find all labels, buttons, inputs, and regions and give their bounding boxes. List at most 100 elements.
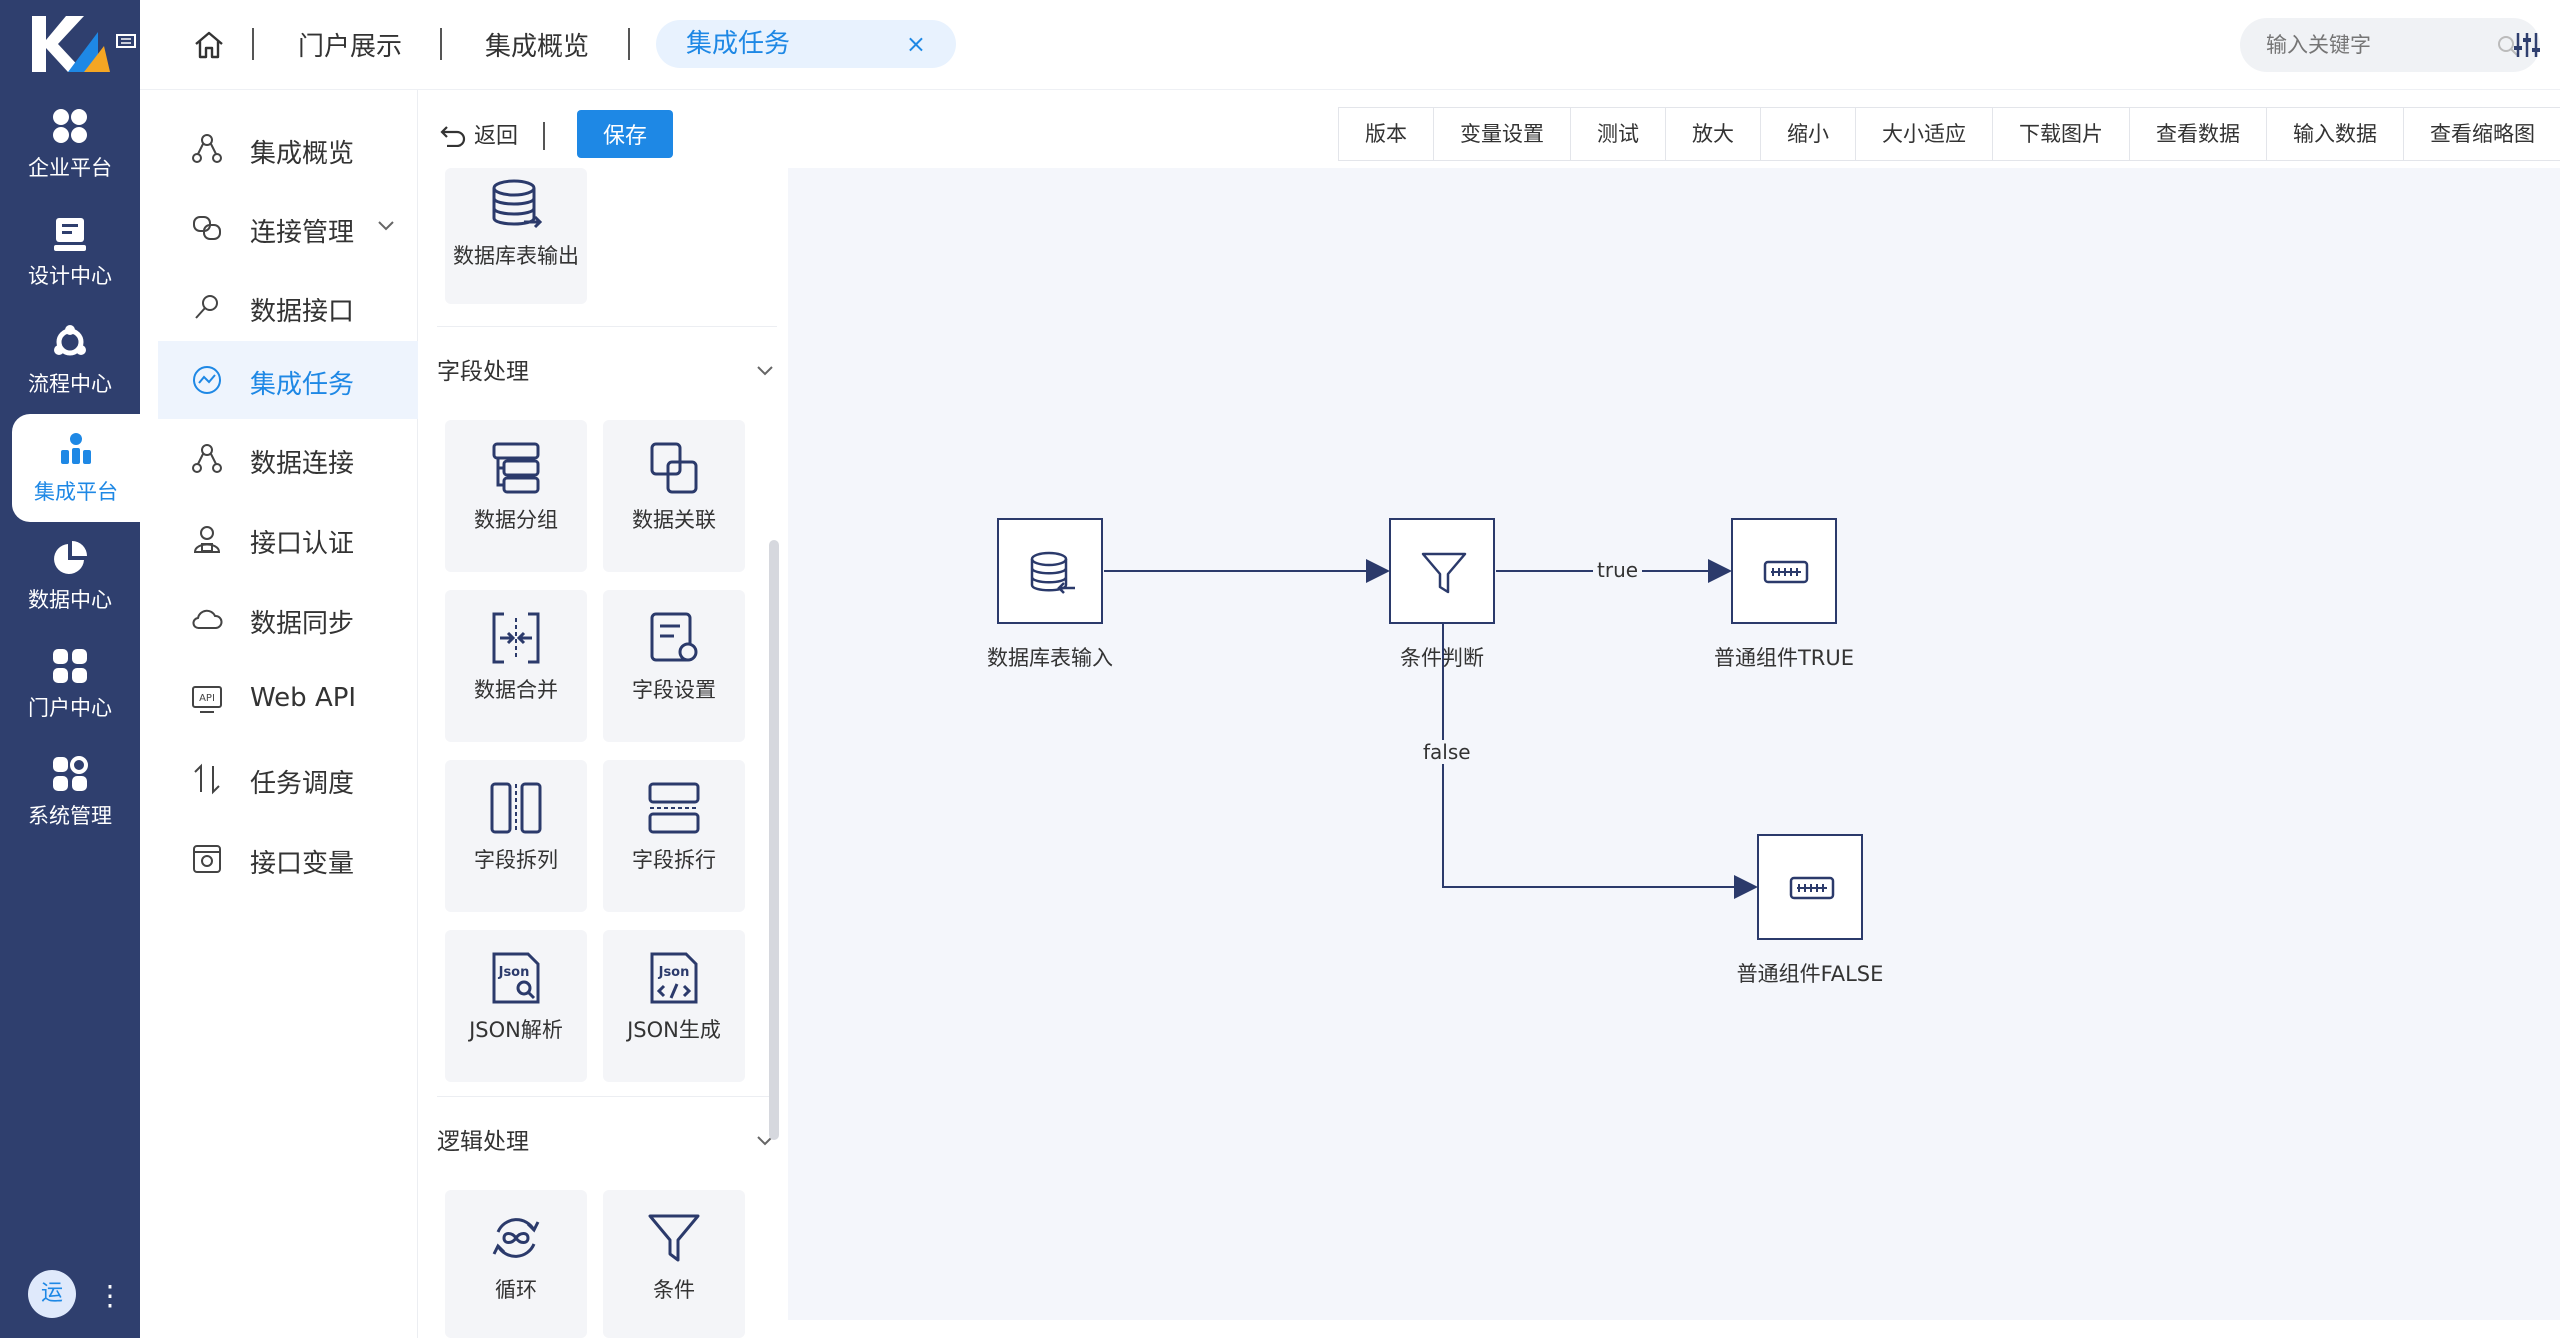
component-db-output[interactable]: 数据库表输出 (445, 168, 587, 304)
component-data-merge[interactable]: 数据合并 (445, 590, 587, 742)
rail-item-enterprise[interactable]: 企业平台 (0, 90, 140, 198)
node-condition[interactable] (1389, 518, 1495, 624)
rail-item-design[interactable]: 设计中心 (0, 198, 140, 306)
svg-text:API: API (199, 693, 215, 704)
component-field-settings[interactable]: 字段设置 (603, 590, 745, 742)
save-button[interactable]: 保存 (577, 110, 673, 158)
menu-item-label: 数据连接 (250, 449, 355, 479)
menu-item-integration-task[interactable]: 集成任务 (158, 341, 418, 419)
component-field-split-row[interactable]: 字段拆行 (603, 760, 745, 912)
component-json-generate[interactable]: Json JSON生成 (603, 930, 745, 1082)
tab-integration-task[interactable]: 集成任务 × (656, 20, 956, 68)
more-vertical-icon[interactable]: ⋮ (96, 1279, 124, 1312)
component-data-join[interactable]: 数据关联 (603, 420, 745, 572)
top-bar: 门户展示 集成概览 集成任务 × (140, 0, 2560, 90)
menu-item-label: 数据同步 (250, 609, 355, 639)
search-icon[interactable] (2496, 34, 2520, 58)
divider (440, 28, 442, 60)
integration-icon (61, 433, 91, 464)
tab-portal-display[interactable]: 门户展示 (298, 32, 403, 62)
sort-icon (194, 763, 220, 795)
loop-icon (492, 1218, 540, 1258)
grid-icon (53, 109, 87, 143)
panel-scrollbar[interactable] (769, 540, 779, 1140)
design-icon (54, 218, 86, 251)
menu-item-data-sync[interactable]: 数据同步 (158, 580, 418, 658)
rail-item-system[interactable]: 系统管理 (0, 738, 140, 846)
json-parse-icon: Json (492, 952, 540, 1004)
user-avatar[interactable]: 运 (28, 1270, 76, 1318)
database-import-icon (1030, 551, 1075, 594)
search-input[interactable] (2266, 18, 2496, 72)
toolbar-thumbnail-button[interactable]: 查看缩略图 (2430, 122, 2535, 146)
screen-icon[interactable] (116, 34, 136, 50)
flow-canvas[interactable]: true false 数据库表输入 条件判断 普通组件TRUE 普通组件FALS… (788, 168, 2560, 1320)
network-icon (192, 444, 222, 473)
home-icon[interactable] (192, 28, 226, 62)
filter-icon (1421, 552, 1467, 594)
divider (543, 122, 545, 150)
toolbar-zoom-in-button[interactable]: 放大 (1666, 108, 1761, 160)
node-label: 条件判断 (1400, 646, 1484, 670)
component-condition[interactable]: 条件 (603, 1190, 745, 1338)
rail-item-portal[interactable]: 门户中心 (0, 630, 140, 738)
toolbar-zoom-out-button[interactable]: 缩小 (1761, 108, 1856, 160)
filter-icon (648, 1214, 700, 1262)
toolbar-input-data-button[interactable]: 输入数据 (2267, 108, 2404, 160)
toolbar-download-image-button[interactable]: 下载图片 (1993, 108, 2130, 160)
menu-item-label: 集成概览 (250, 139, 355, 169)
component-json-parse[interactable]: Json JSON解析 (445, 930, 587, 1082)
join-icon (650, 442, 698, 494)
pie-icon (54, 541, 87, 574)
edge-condition-false (1442, 624, 1758, 899)
keyboard-icon (1763, 560, 1809, 584)
close-icon[interactable]: × (905, 30, 926, 58)
node-label: 普通组件FALSE (1736, 962, 1884, 986)
rail-item-label: 流程中心 (28, 372, 112, 396)
back-button[interactable]: 返回 (439, 118, 518, 150)
node-db-input[interactable] (997, 518, 1103, 624)
menu-item-label: 连接管理 (250, 218, 355, 248)
app-rail: 企业平台 设计中心 流程中心 集成平台 数据中心 门户中心 系统管理 运 ⋮ (0, 0, 140, 1338)
tab-integration-overview[interactable]: 集成概览 (485, 32, 590, 62)
rail-item-label: 系统管理 (28, 804, 112, 828)
database-export-icon (492, 179, 543, 229)
menu-item-label: 任务调度 (250, 769, 355, 799)
sliders-icon[interactable] (2512, 30, 2542, 60)
rail-item-data[interactable]: 数据中心 (0, 522, 140, 630)
network-icon (192, 134, 222, 163)
rail-item-flow[interactable]: 流程中心 (0, 306, 140, 414)
menu-item-interface-auth[interactable]: 接口认证 (158, 500, 418, 578)
toolbar-variables-button[interactable]: 变量设置 (1434, 108, 1571, 160)
api-icon: API (192, 686, 222, 713)
section-field-processing[interactable]: 字段处理 (437, 352, 777, 392)
divider (252, 28, 254, 60)
section-logic-processing[interactable]: 逻辑处理 (437, 1122, 777, 1162)
node-label: 普通组件TRUE (1713, 646, 1855, 670)
menu-item-integration-overview[interactable]: 集成概览 (158, 110, 418, 188)
menu-item-web-api[interactable]: API Web API (158, 660, 418, 738)
rail-item-label: 集成平台 (34, 480, 118, 504)
chevron-down-icon (757, 366, 773, 376)
menu-item-data-connection[interactable]: 数据连接 (158, 420, 418, 498)
component-loop[interactable]: 循环 (445, 1190, 587, 1338)
tab-label: 集成任务 (686, 29, 791, 59)
component-data-group[interactable]: 数据分组 (445, 420, 587, 572)
toolbar-version-button[interactable]: 版本 (1339, 108, 1434, 160)
rail-item-integration[interactable]: 集成平台 (12, 414, 140, 522)
menu-item-task-schedule[interactable]: 任务调度 (158, 740, 418, 818)
task-icon (193, 366, 221, 394)
menu-item-connection-mgmt[interactable]: 连接管理 (158, 189, 418, 267)
link-icon (193, 216, 221, 240)
chevron-down-icon[interactable] (374, 213, 398, 237)
toolbar-test-button[interactable]: 测试 (1571, 108, 1666, 160)
toolbar-view-data-button[interactable]: 查看数据 (2130, 108, 2267, 160)
menu-item-label: 数据接口 (250, 297, 355, 327)
toolbar-fit-button[interactable]: 大小适应 (1856, 108, 1993, 160)
node-generic-false[interactable] (1757, 834, 1863, 940)
component-panel: 返回 保存 数据库表输出 字段处理 数据分组 数据关联 数据合并 字段设置 字段… (419, 90, 786, 1338)
menu-item-data-interface[interactable]: 数据接口 (158, 268, 418, 346)
menu-item-interface-variable[interactable]: 接口变量 (158, 820, 418, 898)
node-generic-true[interactable] (1731, 518, 1837, 624)
component-field-split-column[interactable]: 字段拆列 (445, 760, 587, 912)
